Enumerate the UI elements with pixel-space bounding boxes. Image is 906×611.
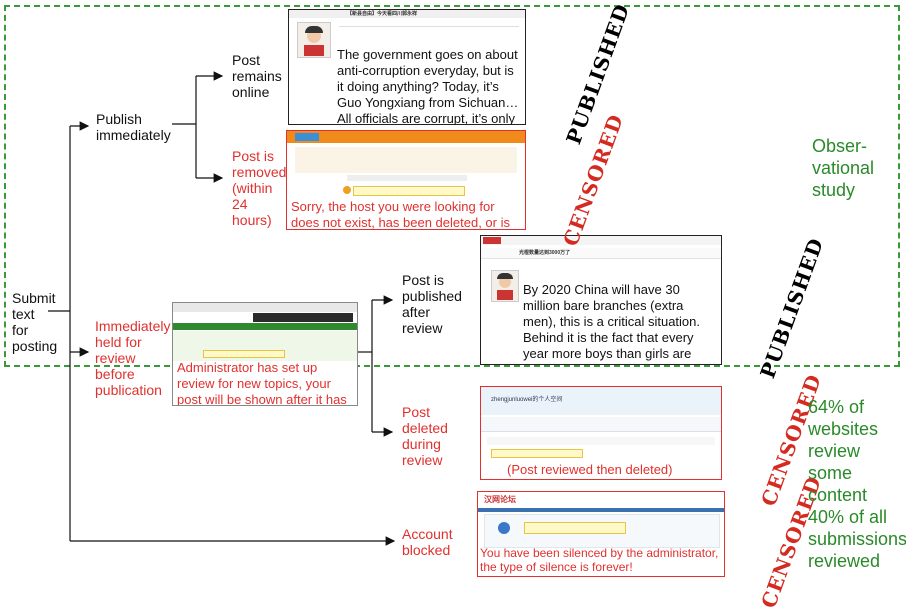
avatar — [491, 270, 519, 302]
reviewed-deleted-text: (Post reviewed then deleted) — [507, 462, 673, 477]
post-deleted-review-label: Post deleted during review — [402, 404, 448, 468]
blocked-site-logo: 汉网论坛 — [484, 495, 516, 504]
removed-message: Sorry, the host you were looking for doe… — [291, 199, 510, 230]
review-notice-text: Administrator has set up review for new … — [177, 360, 347, 406]
post-removed-label: Post is removed (within 24 hours) — [232, 148, 287, 228]
removed-post-screenshot: Sorry, the host you were looking for doe… — [286, 130, 526, 230]
online-post-screenshot: 【新县自由】今天看四川郭永祥 The government goes on ab… — [288, 9, 526, 125]
observational-study-box — [4, 5, 900, 367]
published-after-review-screenshot: 光棍数量达到3000万了 By 2020 China will have 30 … — [480, 235, 722, 365]
online-post-text: The government goes on about anti-corrup… — [337, 47, 519, 125]
flow-arrows — [48, 71, 396, 546]
start-label: Submit text for posting — [12, 290, 58, 354]
deleted-review-screenshot: zhengjunluowei的个人空间 (Post reviewed then … — [480, 386, 722, 480]
forum-title: zhengjunluowei的个人空间 — [491, 397, 563, 403]
publish-immediately-label: Publish immediately — [96, 111, 171, 143]
after-review-post-text: By 2020 China will have 30 million bare … — [523, 282, 701, 364]
submissions-reviewed-stat: 40% of all submissions reviewed — [808, 507, 906, 571]
account-blocked-label: Account blocked — [402, 526, 453, 558]
observational-study-label: Obser-vational study — [812, 136, 875, 200]
avatar — [297, 22, 331, 58]
silenced-text: You have been silenced by the administra… — [480, 546, 719, 574]
account-blocked-screenshot: 汉网论坛 You have been silenced by the admin… — [477, 491, 725, 577]
post-remains-online-label: Post remains online — [232, 52, 282, 100]
held-for-review-label: Immediately held for review before publi… — [95, 318, 171, 398]
review-notice-screenshot: Administrator has set up review for new … — [172, 302, 358, 406]
info-icon — [498, 522, 510, 534]
published-after-review-label: Post is published after review — [402, 272, 462, 336]
review-some-stat: 64% of websites review some content — [808, 397, 879, 505]
